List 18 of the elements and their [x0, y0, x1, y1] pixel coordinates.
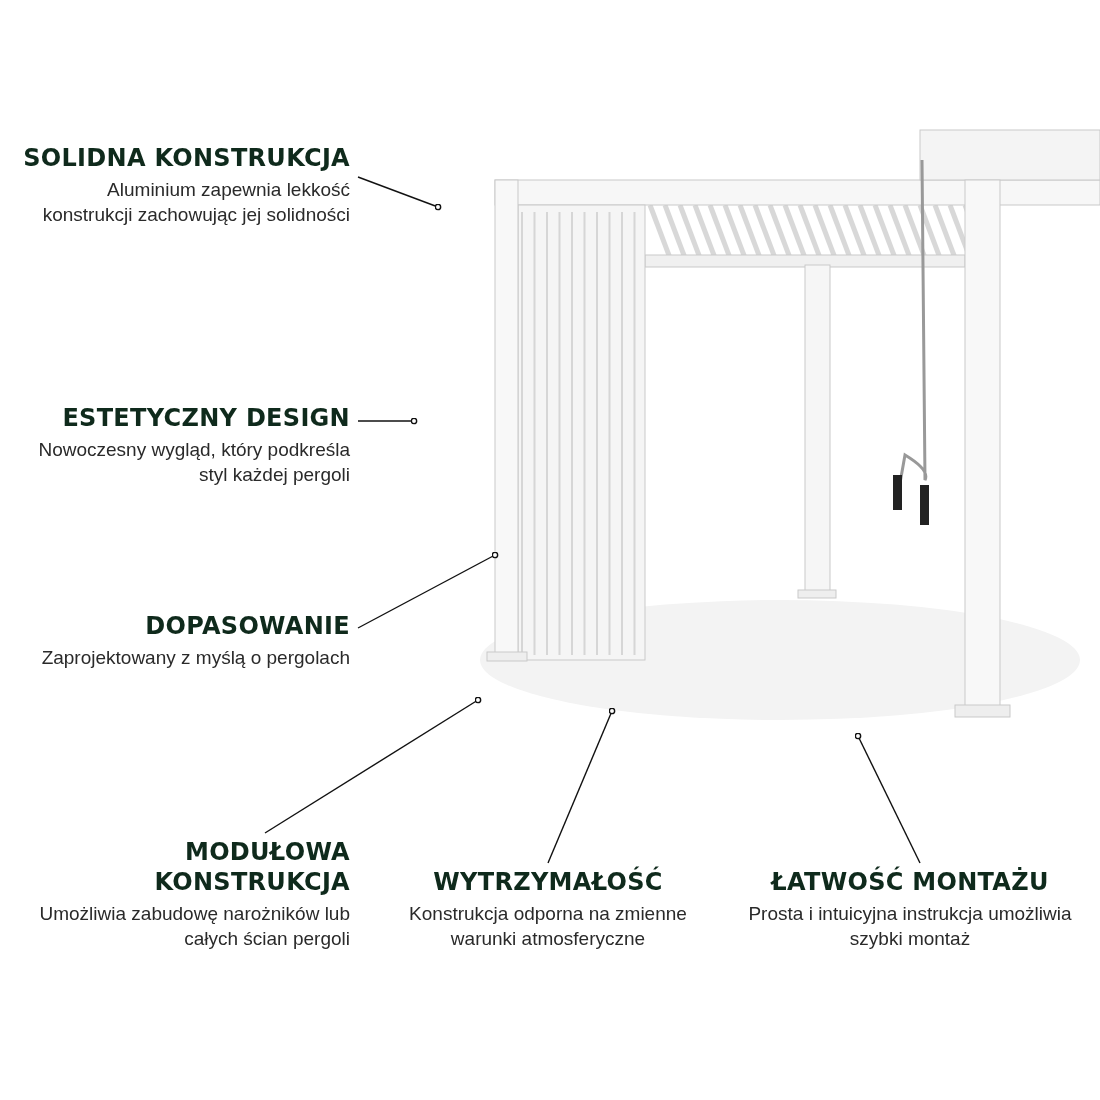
feature-heading: MODUŁOWA KONSTRUKCJA [153, 837, 350, 897]
feature-heading: DOPASOWANIE [145, 611, 350, 641]
leader-line [854, 732, 921, 864]
feature-heading: SOLIDNA KONSTRUKCJA [23, 143, 350, 173]
leader-line [357, 417, 418, 425]
feature-description: Nowoczesny wygląd, który podkreśla styl każdej pergoli [37, 438, 350, 487]
leader-line [357, 176, 442, 211]
leader-line [357, 551, 499, 629]
feature-description: Zaprojektowany z myślą o pergolach [41, 646, 350, 670]
feature-description: Prosta i intuicyjna instrukcja umożliwia szybki montaż [747, 902, 1073, 951]
feature-description: Umożliwia zabudowę narożników lub całych ścian pergoli [38, 902, 350, 951]
leader-line [264, 696, 482, 834]
feature-heading: ŁATWOŚĆ MONTAŻU [771, 867, 1049, 897]
feature-heading: ESTETYCZNY DESIGN [62, 403, 350, 433]
feature-description: Aluminium zapewnia lekkość konstrukcji zachowując jej solidności [41, 178, 350, 227]
feature-description: Konstrukcja odporna na zmienne warunki atmosferyczne [408, 902, 688, 951]
feature-heading: WYTRZYMAŁOŚĆ [433, 867, 663, 897]
leader-line [547, 707, 616, 864]
